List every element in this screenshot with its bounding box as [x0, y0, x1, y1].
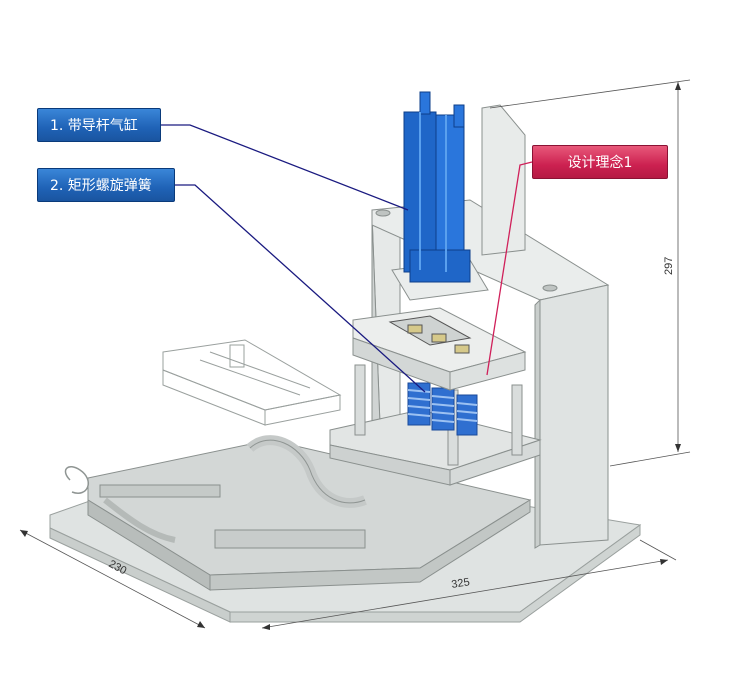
guided-cylinder	[403, 91, 471, 283]
transparent-fixture	[162, 339, 342, 426]
callout-rectangular-spring: 2. 矩形螺旋弹簧	[37, 168, 175, 202]
dimension-lines	[19, 79, 691, 629]
middle-platform	[87, 439, 532, 591]
leader-line-spring	[175, 184, 426, 393]
callout-guided-cylinder: 1. 带导杆气缸	[37, 108, 161, 142]
dimension-arrows	[20, 82, 681, 630]
callout-design-concept: 设计理念1	[532, 145, 668, 179]
dimension-height: 297	[663, 257, 675, 275]
leader-line-concept	[486, 161, 533, 376]
rectangular-springs	[407, 382, 478, 436]
dimension-width: 325	[451, 576, 471, 591]
leader-line-cylinder	[161, 124, 409, 211]
